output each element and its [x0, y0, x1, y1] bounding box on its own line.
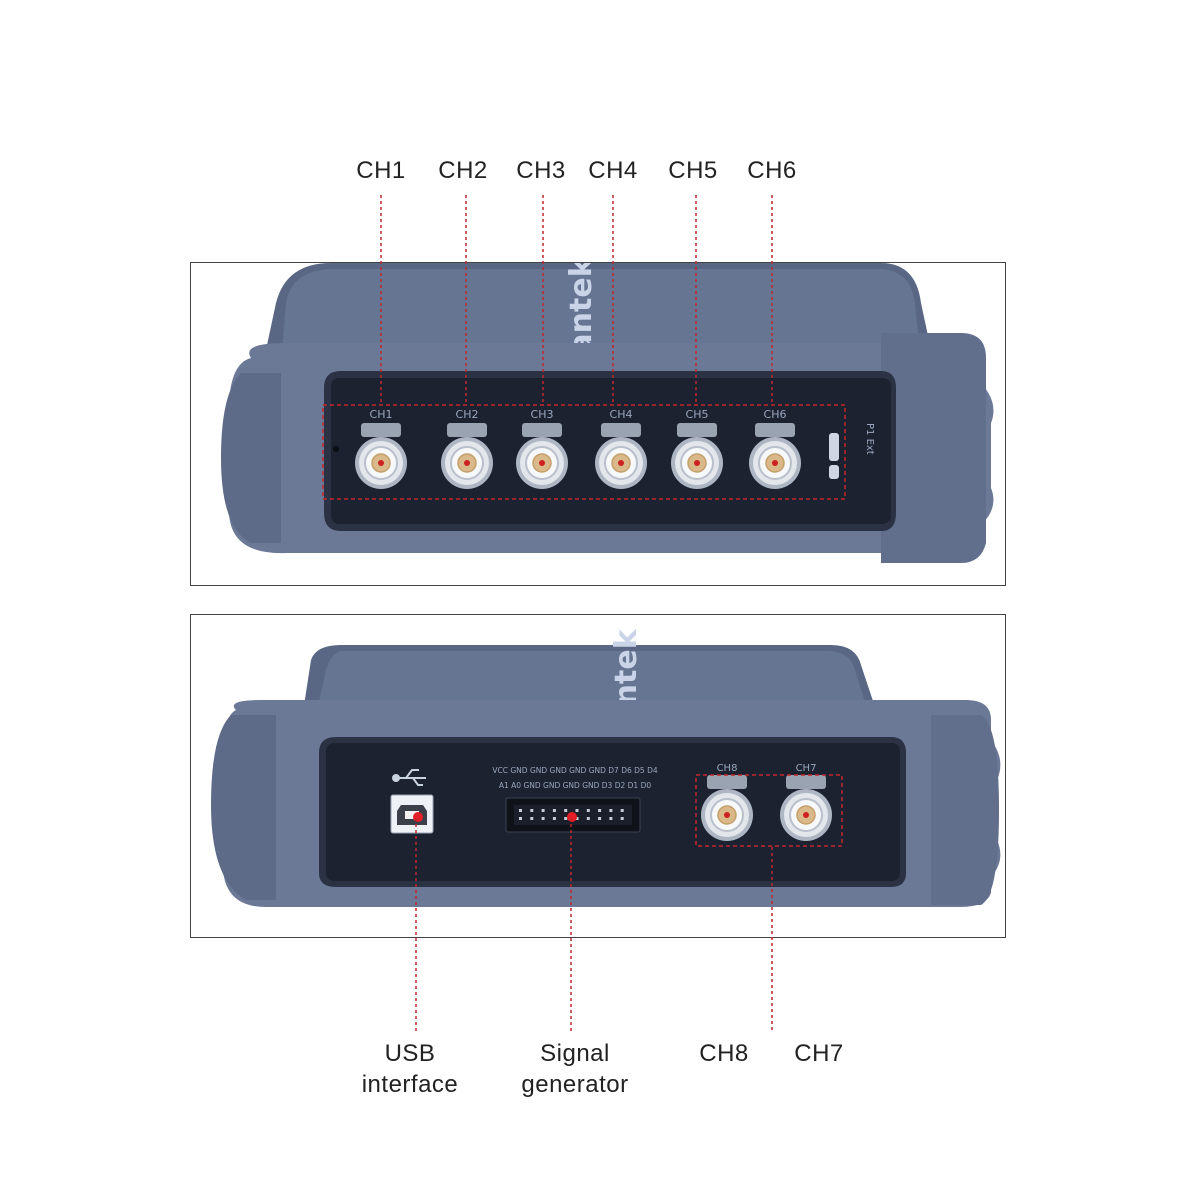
header-pin	[620, 817, 624, 820]
header-pin	[530, 809, 534, 812]
channel-callout-box	[322, 404, 846, 500]
label-ch6: CH6	[747, 157, 797, 184]
front-port-label-5: CH5	[686, 408, 709, 421]
rear-port-label-ch8: CH8	[717, 763, 738, 774]
rear-view-panel: Hantek VCC GND GND GND GND GND D7 D6 D5 …	[190, 614, 1006, 938]
header-pin	[575, 809, 579, 812]
header-pin	[530, 817, 534, 820]
bnc-connector-front-3	[516, 423, 568, 489]
label-ch2: CH2	[438, 157, 488, 184]
pin-label-row1: VCC GND GND GND GND GND D7 D6 D5 D4	[492, 766, 657, 775]
usb-callout-dot	[413, 812, 423, 822]
front-port-label-6: CH6	[764, 408, 787, 421]
header-pin	[541, 817, 545, 820]
header-pin	[586, 809, 590, 812]
label-ch7: CH7	[794, 1040, 844, 1067]
header-pin	[586, 817, 590, 820]
label-usb-interface: USB interface	[361, 1040, 459, 1098]
bnc-connector-front-6	[749, 423, 801, 489]
rear-channel-callout-box	[695, 774, 843, 847]
front-port-label-2: CH2	[456, 408, 479, 421]
bnc-connector-front-1	[355, 423, 407, 489]
usb-b-port	[390, 794, 434, 834]
bnc-connector-front-5	[671, 423, 723, 489]
svg-text:P1 Ext: P1 Ext	[864, 423, 875, 455]
front-port-label-4: CH4	[610, 408, 633, 421]
header-pin	[552, 817, 556, 820]
header-pin	[519, 809, 522, 812]
header-pin	[564, 809, 568, 812]
label-ch1: CH1	[356, 157, 406, 184]
label-ch4: CH4	[588, 157, 638, 184]
signal-callout-dot	[567, 812, 577, 822]
header-pin	[575, 817, 579, 820]
header-pin	[519, 817, 522, 820]
bnc-connector-front-2	[441, 423, 493, 489]
front-port-label-3: CH3	[531, 408, 554, 421]
bnc-connector-ch7	[780, 775, 832, 841]
rear-view-device: Hantek VCC GND GND GND GND GND D7 D6 D5 …	[211, 628, 1001, 907]
usb-icon	[392, 769, 426, 786]
label-ch5: CH5	[668, 157, 718, 184]
bnc-connector-ch8	[701, 775, 753, 841]
label-ch8: CH8	[699, 1040, 749, 1067]
header-pin	[620, 809, 624, 812]
header-pin	[609, 809, 613, 812]
header-pin	[609, 817, 613, 820]
header-pin	[598, 809, 602, 812]
label-ch3: CH3	[516, 157, 566, 184]
header-pin	[552, 809, 556, 812]
header-pin	[598, 817, 602, 820]
header-pin	[564, 817, 568, 820]
label-signal-generator: Signal generator	[521, 1040, 629, 1098]
pin-label-row2: A1 A0 GND GND GND GND D3 D2 D1 D0	[499, 781, 651, 790]
front-port-label-1: CH1	[370, 408, 393, 421]
rear-port-label-ch7: CH7	[796, 763, 817, 774]
bnc-connector-front-4	[595, 423, 647, 489]
header-pin	[541, 809, 545, 812]
